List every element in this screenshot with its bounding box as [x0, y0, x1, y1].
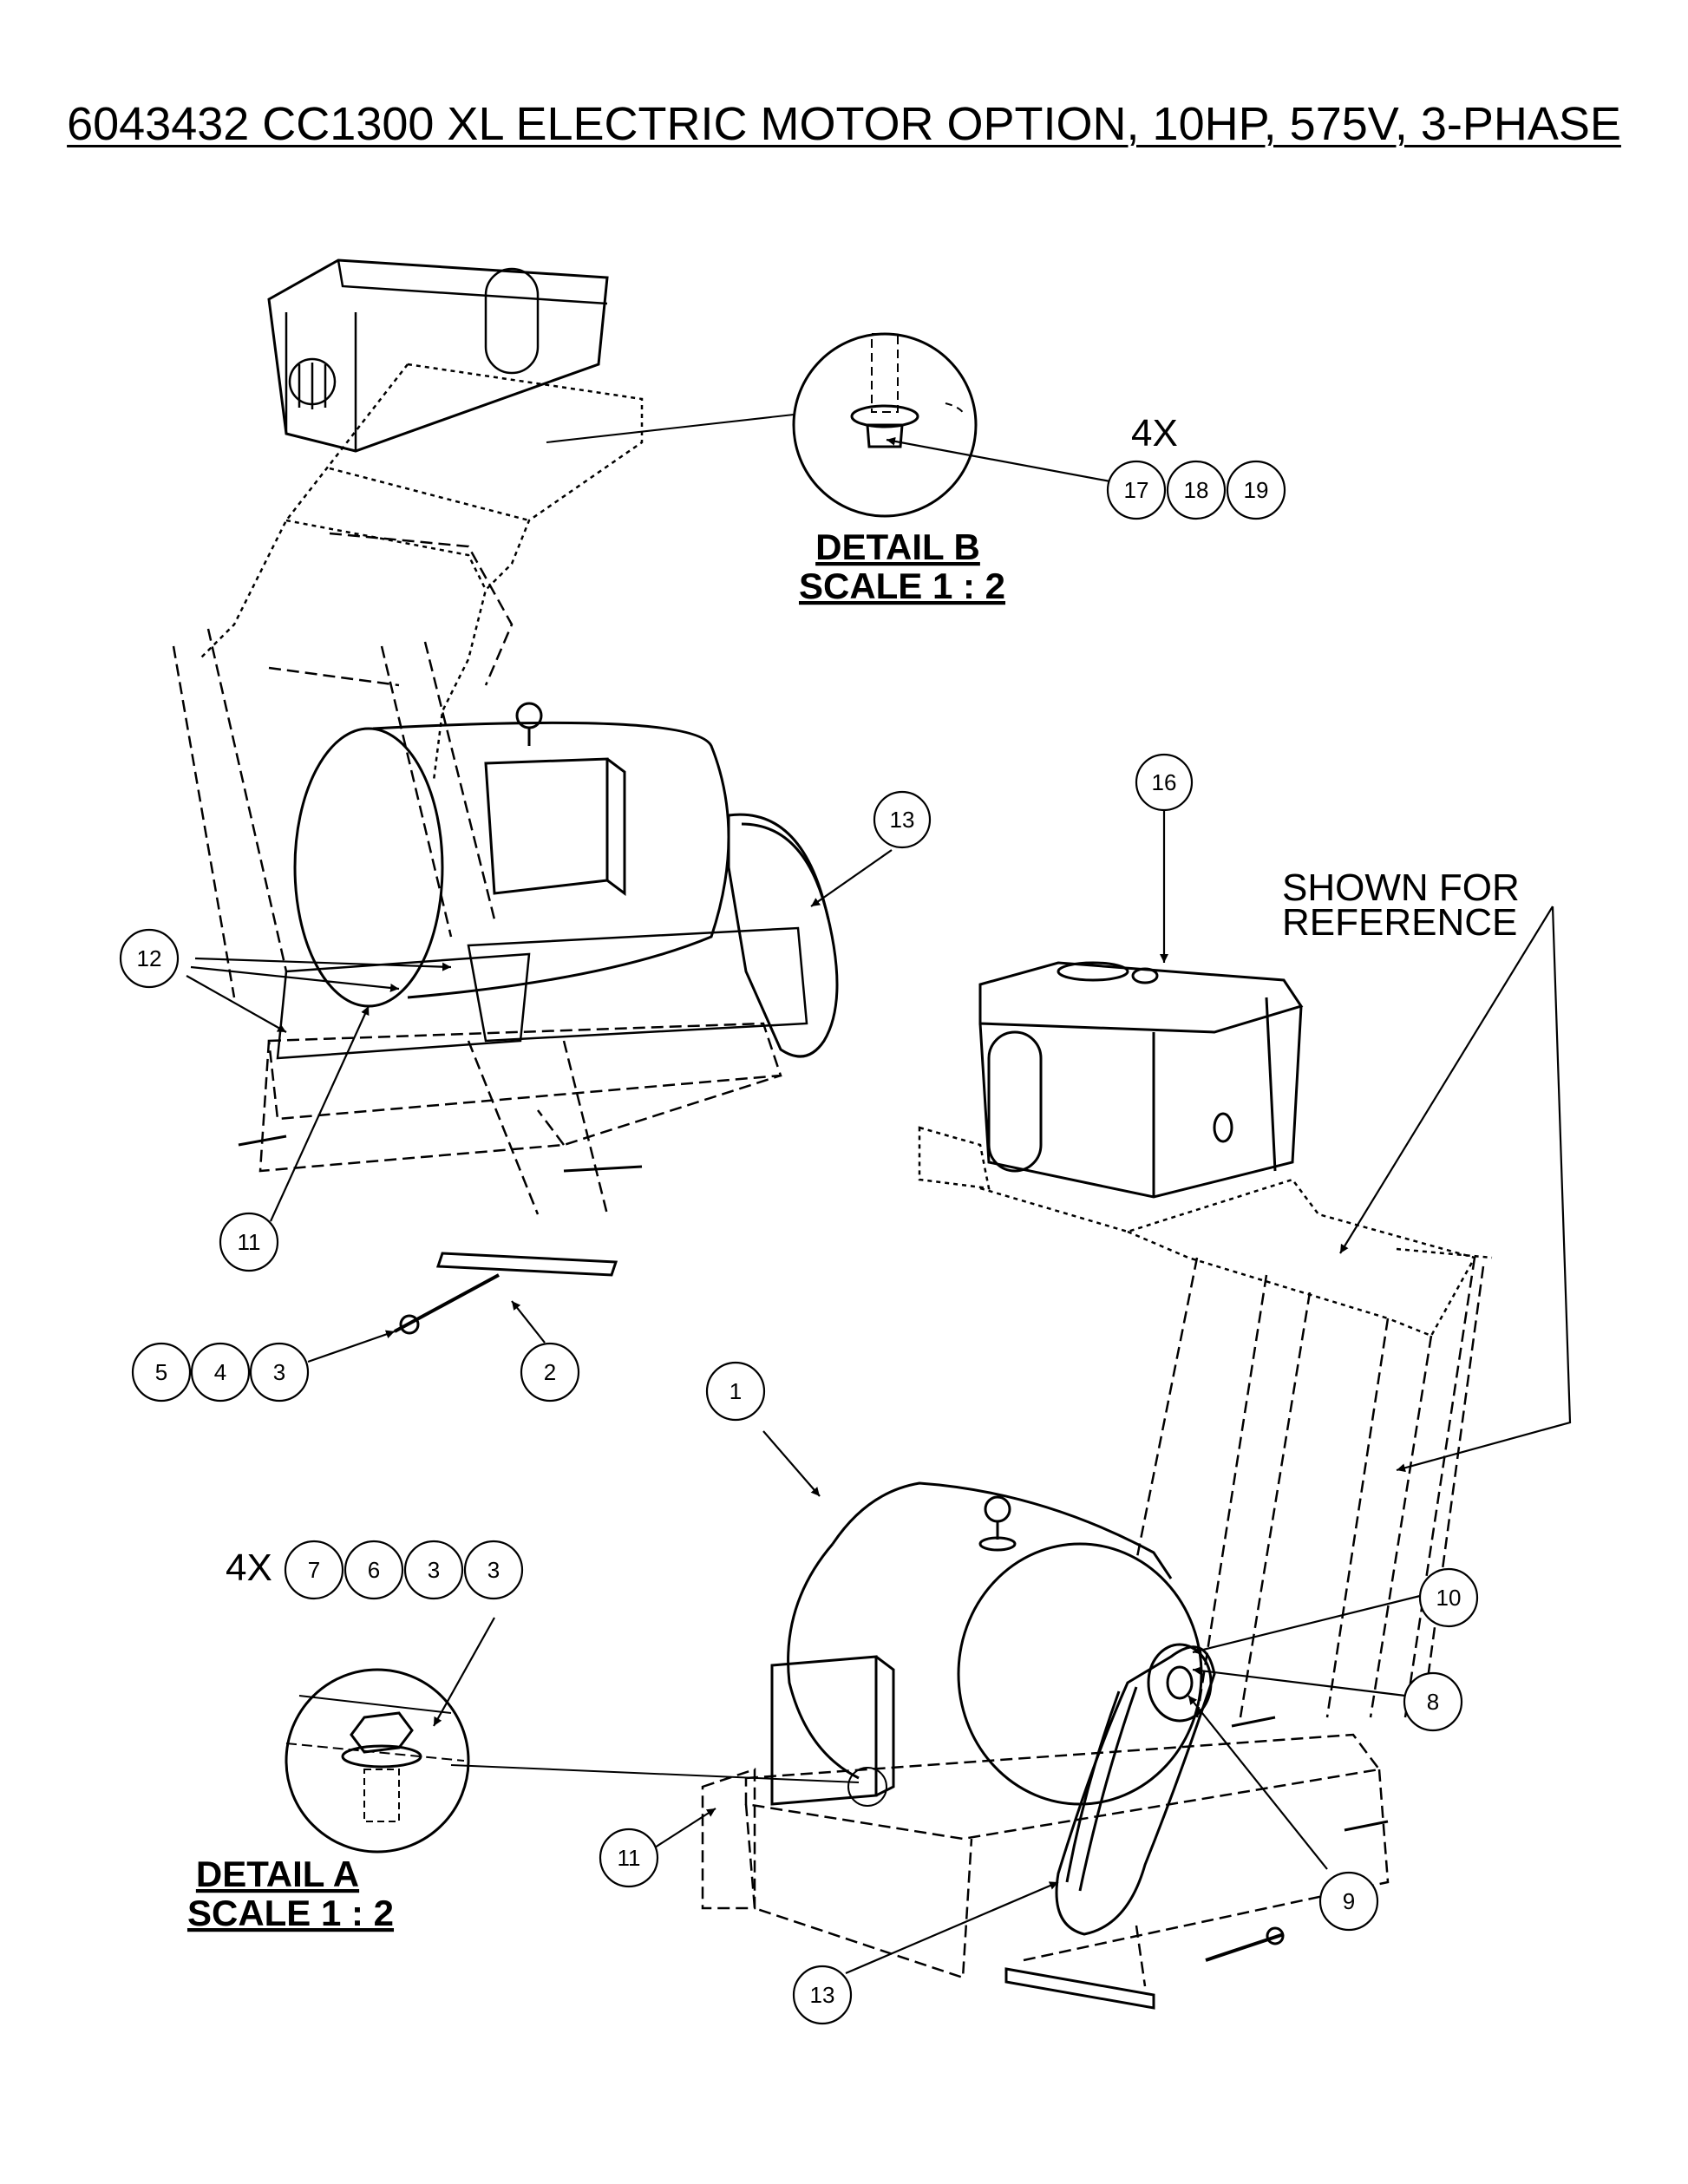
bottom-assembly [701, 961, 1493, 2010]
top-motor [293, 702, 730, 1008]
svg-text:11: 11 [618, 1845, 641, 1871]
svg-text:16: 16 [1152, 769, 1177, 795]
balloon-13-top: 13 [873, 790, 932, 849]
top-control-box [267, 258, 609, 453]
qty-label-detail-a: 4X [226, 1546, 272, 1589]
balloon-13-bottom: 13 [792, 1965, 853, 2025]
balloon-18: 18 [1166, 460, 1227, 520]
top-frame-dashed [172, 532, 782, 1215]
svg-text:7: 7 [308, 1557, 320, 1583]
bottom-rod-left [1231, 1716, 1276, 1728]
balloon-1: 1 [705, 1361, 766, 1422]
balloon-9: 9 [1318, 1871, 1379, 1932]
detail-b-scale: SCALE 1 : 2 [799, 566, 1005, 606]
svg-text:3: 3 [487, 1557, 500, 1583]
svg-text:13: 13 [810, 1982, 835, 2008]
svg-text:5: 5 [155, 1359, 167, 1385]
reference-frame-dotted [918, 1126, 1493, 1337]
balloon-11-bottom: 11 [599, 1828, 659, 1888]
balloon-2: 2 [520, 1342, 580, 1403]
svg-text:1: 1 [730, 1378, 742, 1404]
balloon-11-top: 11 [219, 1212, 279, 1272]
page-title: 6043432 CC1300 XL ELECTRIC MOTOR OPTION,… [67, 98, 1621, 150]
bottom-rod-right [1344, 1820, 1389, 1832]
top-rod-right [563, 1165, 643, 1173]
svg-text:12: 12 [137, 945, 162, 971]
item-balloons: 17 18 19 16 13 12 [119, 460, 1479, 2025]
svg-text:10: 10 [1436, 1585, 1462, 1611]
top-frame-dotted [199, 363, 644, 781]
tension-bracket [435, 1252, 618, 1277]
svg-text:3: 3 [273, 1359, 285, 1385]
shown-for-reference-line-2: REFERENCE [1282, 901, 1517, 944]
bottom-belt [1055, 1643, 1216, 1936]
top-guard [276, 926, 808, 1060]
tension-bolt [394, 1273, 500, 1333]
balloon-19: 19 [1226, 460, 1286, 520]
leader-lines [186, 436, 1572, 1975]
balloon-3-top: 3 [249, 1342, 310, 1403]
svg-text:8: 8 [1427, 1689, 1439, 1715]
svg-text:9: 9 [1343, 1888, 1355, 1914]
top-belt [727, 813, 839, 1058]
balloon-5: 5 [131, 1342, 192, 1403]
top-rod-left [238, 1135, 287, 1147]
bottom-tension-nut [1266, 1926, 1285, 1945]
reference-frame-dashed [1135, 1257, 1485, 1718]
balloon-7: 7 [284, 1540, 344, 1600]
balloon-8: 8 [1403, 1671, 1463, 1732]
svg-text:4: 4 [214, 1359, 226, 1385]
qty-label-detail-b: 4X [1131, 412, 1178, 454]
bottom-tension-bracket [1004, 1967, 1155, 2010]
svg-text:2: 2 [544, 1359, 556, 1385]
detail-a-scale: SCALE 1 : 2 [187, 1893, 394, 1933]
balloon-6: 6 [343, 1540, 404, 1600]
balloon-3-a: 3 [403, 1540, 464, 1600]
shown-for-reference-line-1: SHOWN FOR [1282, 866, 1520, 909]
svg-text:17: 17 [1124, 477, 1149, 503]
svg-text:6: 6 [368, 1557, 380, 1583]
svg-text:18: 18 [1184, 477, 1209, 503]
bottom-base-dashed [701, 1733, 1390, 1987]
svg-text:3: 3 [428, 1557, 440, 1583]
tension-nut [399, 1314, 420, 1335]
detail-b-view [546, 332, 978, 518]
balloon-17: 17 [1106, 460, 1167, 520]
balloon-12: 12 [119, 928, 180, 989]
balloon-16: 16 [1135, 753, 1194, 812]
balloon-3-b: 3 [463, 1540, 524, 1600]
detail-b-title: DETAIL B [815, 526, 980, 567]
balloon-10: 10 [1418, 1567, 1479, 1628]
reference-control-box [978, 961, 1304, 1199]
svg-text:11: 11 [238, 1229, 261, 1255]
detail-a-view [285, 1668, 887, 1854]
bottom-tension-bolt [1205, 1932, 1285, 1962]
detail-a-title: DETAIL A [196, 1854, 359, 1894]
svg-text:19: 19 [1244, 477, 1269, 503]
svg-text:13: 13 [890, 807, 915, 833]
bottom-motor [770, 1481, 1203, 1806]
balloon-4: 4 [190, 1342, 251, 1403]
